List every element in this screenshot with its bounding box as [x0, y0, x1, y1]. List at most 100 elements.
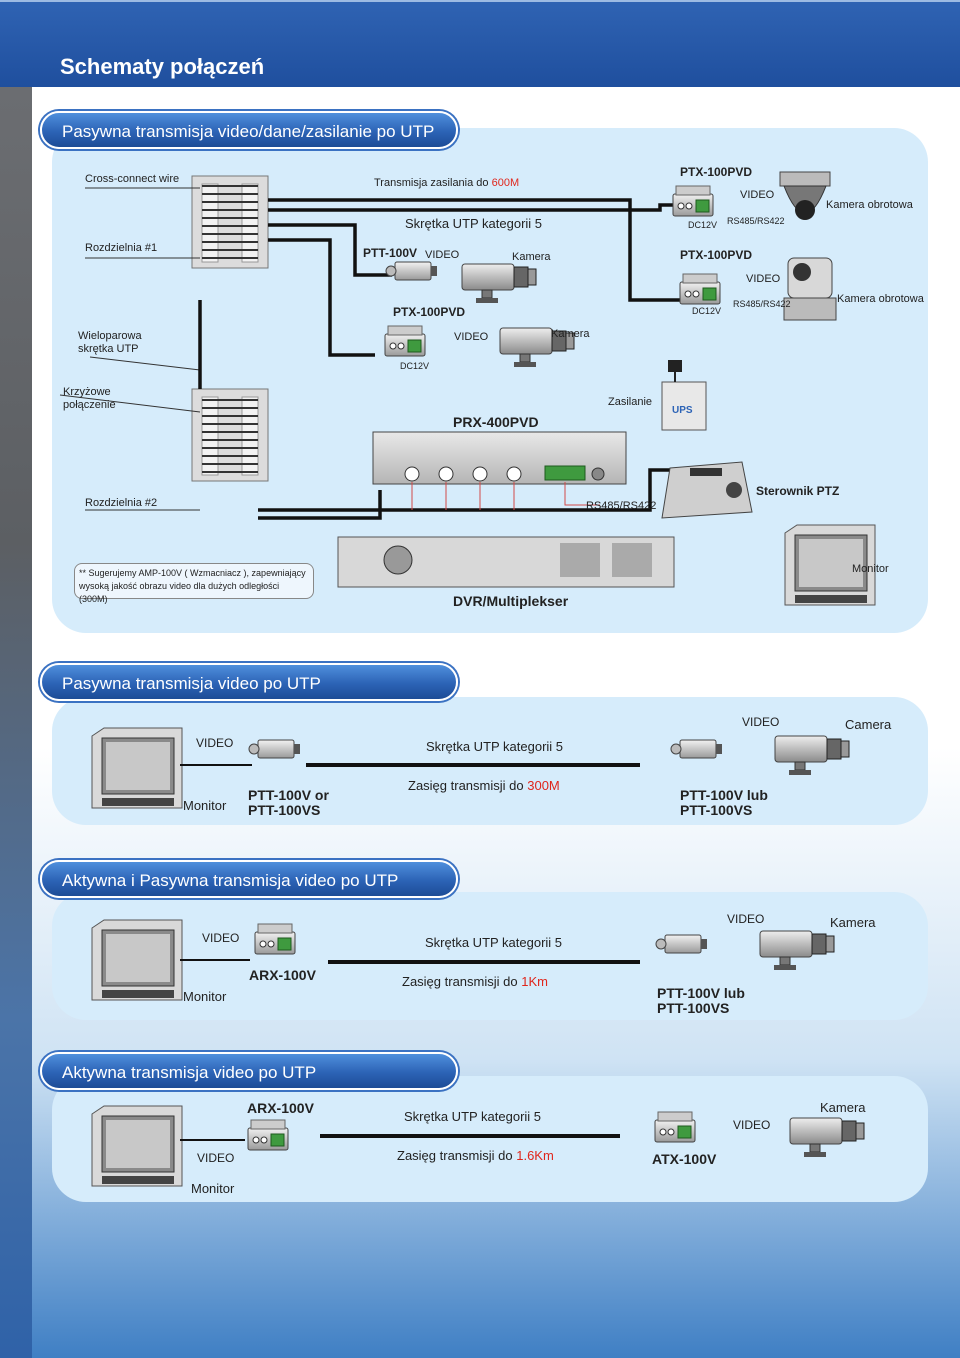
- label-s3-ptt-right-2: PTT-100VS: [657, 1000, 730, 1016]
- section-2-title: Pasywna transmisja video po UTP: [40, 663, 458, 701]
- sidebar-stripe: [0, 0, 32, 1358]
- label-distributor-1: Rozdzielnia #1: [85, 242, 158, 254]
- amplifier-note: ** Sugerujemy AMP-100V ( Wzmacniacz ), z…: [74, 563, 314, 604]
- label-ups: UPS: [672, 405, 693, 416]
- power-transmission-text: Transmisja zasilania do: [374, 177, 489, 189]
- dvr-graphic: [337, 536, 675, 588]
- patch-panel-2: [191, 388, 269, 482]
- section-3-title: Aktywna i Pasywna transmisja video po UT…: [40, 860, 458, 898]
- label-ptx-top: PTX-100PVD: [680, 165, 753, 179]
- ptx-100pvd-mid: [679, 273, 721, 305]
- label-video-c: VIDEO: [740, 189, 775, 201]
- label-s3-ptt-right-1: PTT-100V lub: [657, 985, 745, 1001]
- ptt-right-s3: [655, 934, 708, 954]
- label-s3-video-right: VIDEO: [727, 912, 765, 926]
- section-1-title: Pasywna transmisja video/dane/zasilanie …: [40, 111, 458, 149]
- label-s2-ptt-right-1: PTT-100V lub: [680, 787, 768, 803]
- label-s4-atx: ATX-100V: [652, 1151, 717, 1167]
- patch-rungs: [202, 185, 258, 473]
- utp-cables-s1: [198, 198, 700, 520]
- label-dvr: DVR/Multiplekser: [453, 593, 569, 609]
- label-rs485-b: RS485/RS422: [733, 299, 791, 309]
- label-multipair: Wieloparowa skrętka UTP: [78, 330, 142, 355]
- label-dc12v-c: DC12V: [692, 306, 722, 316]
- label-s2-range: Zasięg transmisji do 300M: [408, 778, 560, 793]
- label-ptz-controller: Sterownik PTZ: [756, 484, 840, 498]
- s4-range-text: Zasięg transmisji do: [397, 1148, 513, 1163]
- label-s3-utp: Skrętka UTP kategorii 5: [425, 935, 563, 950]
- label-ptx-left: PTX-100PVD: [393, 305, 466, 319]
- ptz-camera-graphic: [783, 257, 837, 321]
- s2-range-value: 300M: [527, 778, 560, 793]
- s3-range-value: 1Km: [521, 974, 548, 989]
- label-s2-ptt-left-2: PTT-100VS: [248, 802, 321, 818]
- label-power: Zasilanie: [608, 396, 653, 408]
- s2-range-text: Zasięg transmisji do: [408, 778, 524, 793]
- label-s2-ptt-right-2: PTT-100VS: [680, 802, 753, 818]
- camera-s4: [789, 1117, 865, 1158]
- monitor-s4: [91, 1105, 183, 1187]
- camera-1: [461, 263, 537, 304]
- label-ptz-camera: Kamera obrotowa: [837, 293, 924, 305]
- label-power-transmission: Transmisja zasilania do 600M: [374, 177, 519, 189]
- label-s2-camera: Camera: [845, 717, 892, 732]
- label-cross-connection: Krzyżowe połączenie: [63, 386, 116, 411]
- power-distance: 600M: [491, 177, 520, 189]
- label-video-a: VIDEO: [425, 249, 460, 261]
- label-s3-video-left: VIDEO: [202, 931, 240, 945]
- camera-s3: [759, 930, 835, 971]
- monitor-s3: [91, 919, 183, 1001]
- label-s3-arx: ARX-100V: [249, 967, 316, 983]
- label-cross-connect: Cross-connect wire: [85, 173, 180, 185]
- s4-range-value: 1.6Km: [516, 1148, 554, 1163]
- label-s3-monitor: Monitor: [183, 989, 227, 1004]
- monitor-s2: [91, 727, 183, 809]
- label-video-d: VIDEO: [746, 273, 781, 285]
- label-s2-ptt-left-1: PTT-100V or: [248, 787, 329, 803]
- label-prx: PRX-400PVD: [453, 414, 539, 430]
- label-camera-a: Kamera: [512, 251, 551, 263]
- label-ptt-100v: PTT-100V: [363, 246, 418, 260]
- colored-wires: [411, 482, 600, 510]
- camera-s2: [774, 735, 850, 776]
- label-s4-camera: Kamera: [820, 1100, 866, 1115]
- label-dc12v-b: DC12V: [688, 220, 718, 230]
- ptx-100pvd-left: [384, 325, 426, 357]
- header-bar: Schematy połączeń: [0, 0, 960, 87]
- label-s4-arx: ARX-100V: [247, 1100, 314, 1116]
- label-s3-range: Zasięg transmisji do 1Km: [402, 974, 548, 989]
- prx-ports: [404, 465, 605, 482]
- patch-panel-1: [191, 175, 269, 269]
- label-s4-range: Zasięg transmisji do 1.6Km: [397, 1148, 554, 1163]
- ptt-right-s2: [670, 739, 723, 759]
- label-s4-monitor: Monitor: [191, 1181, 235, 1196]
- label-s2-video-right: VIDEO: [742, 715, 780, 729]
- ptz-controller-graphic: [661, 461, 753, 519]
- ptt-100v-device: [385, 261, 438, 281]
- label-monitor-s1: Monitor: [852, 563, 889, 575]
- label-s2-utp: Skrętka UTP kategorii 5: [426, 739, 564, 754]
- label-s4-video-right: VIDEO: [733, 1118, 771, 1132]
- label-s2-monitor: Monitor: [183, 798, 227, 813]
- atx-100v-s4: [654, 1111, 696, 1143]
- section-4-title: Aktywna transmisja video po UTP: [40, 1052, 458, 1090]
- label-rs485-c: RS485/RS422: [586, 500, 657, 512]
- arx-100v-s4: [247, 1119, 289, 1151]
- label-video-b: VIDEO: [454, 331, 489, 343]
- label-dome-camera: Kamera obrotowa: [826, 199, 913, 211]
- label-rs485-a: RS485/RS422: [727, 216, 785, 226]
- ptx-100pvd-top: [672, 185, 714, 217]
- label-s2-video-left: VIDEO: [196, 736, 234, 750]
- label-dc12v-a: DC12V: [400, 361, 430, 371]
- label-utp-cat5-s1: Skrętka UTP kategorii 5: [405, 216, 543, 231]
- dome-camera-graphic: [779, 171, 831, 220]
- label-s3-camera: Kamera: [830, 915, 876, 930]
- label-ptx-mid: PTX-100PVD: [680, 248, 753, 262]
- arx-100v-s3: [254, 923, 296, 955]
- ups-graphic: [661, 360, 707, 431]
- label-s4-utp: Skrętka UTP kategorii 5: [404, 1109, 542, 1124]
- s3-range-text: Zasięg transmisji do: [402, 974, 518, 989]
- leader-lines: [59, 187, 201, 511]
